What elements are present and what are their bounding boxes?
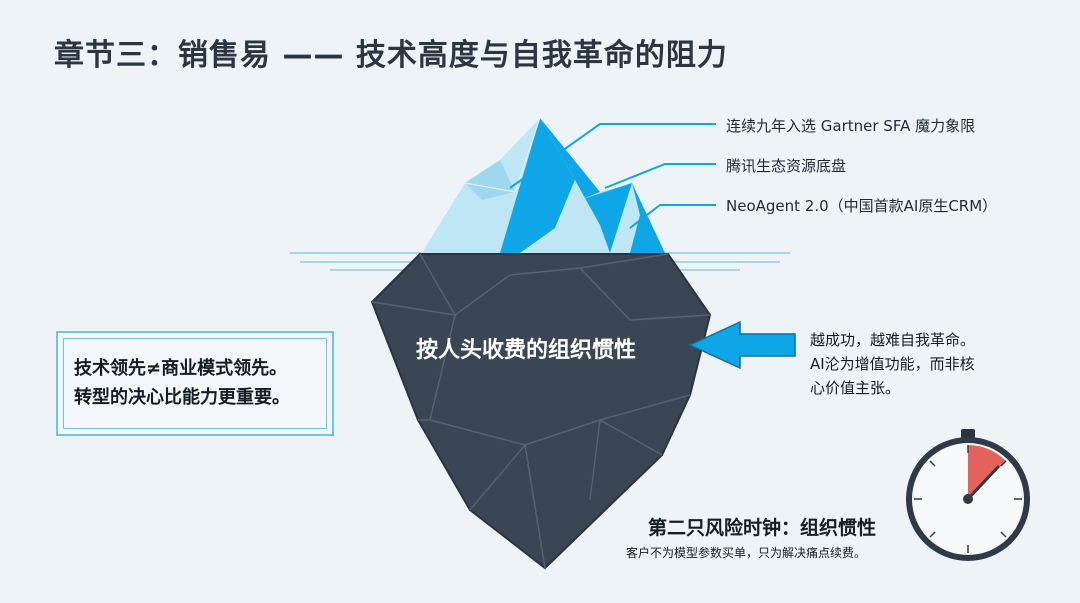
- success-paradox-line-1: 越成功，越难自我革命。: [810, 331, 976, 349]
- annotation-tencent: 腾讯生态资源底盘: [726, 157, 847, 175]
- stopwatch-icon: [906, 429, 1030, 561]
- arrow-icon: [688, 320, 796, 370]
- insight-line-2: 转型的决心比能力更重要。: [74, 387, 290, 408]
- annotation-neoagent: NeoAgent 2.0（中国首款AI原生CRM）: [726, 197, 998, 215]
- annotation-gartner: 连续九年入选 Gartner SFA 魔力象限: [726, 117, 976, 135]
- iceberg-label: 按人头收费的组织惯性: [416, 338, 637, 363]
- insight-line-1: 技术领先≠商业模式领先。: [74, 358, 288, 379]
- risk-clock-subtitle: 客户不为模型参数买单，只为解决痛点续费。: [626, 546, 867, 560]
- insight-box-inner-border: [63, 338, 327, 429]
- success-paradox-text: 越成功，越难自我革命。 AI沦为增值功能，而非核 心价值主张。: [810, 328, 975, 400]
- success-paradox-line-2: AI沦为增值功能，而非核: [810, 355, 975, 373]
- iceberg-underwater: [370, 253, 712, 570]
- risk-clock-title: 第二只风险时钟：组织惯性: [648, 517, 877, 539]
- iceberg-tip: [422, 117, 665, 253]
- success-paradox-line-3: 心价值主张。: [810, 379, 901, 397]
- page-title: 章节三：销售易 —— 技术高度与自我革命的阻力: [54, 38, 728, 73]
- insight-box: 技术领先≠商业模式领先。 转型的决心比能力更重要。: [56, 331, 334, 436]
- annotation-leaders: [509, 123, 716, 229]
